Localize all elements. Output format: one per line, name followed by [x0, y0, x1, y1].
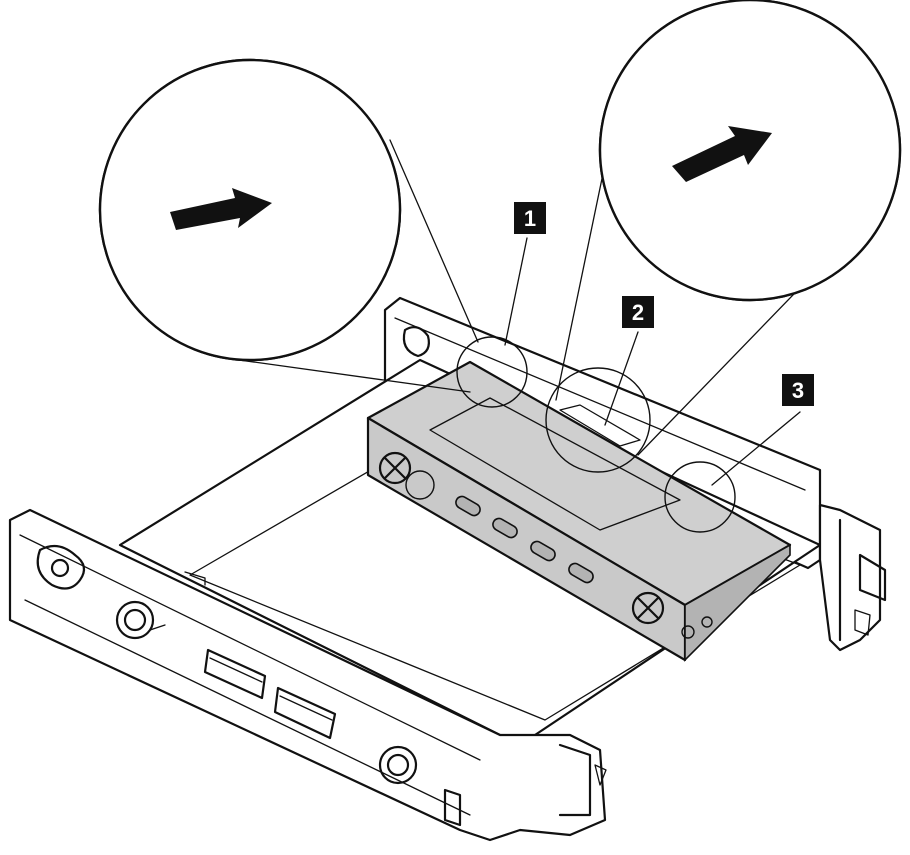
magnified-detail-1: [98, 58, 402, 362]
detail-circle-1: [456, 336, 528, 408]
mounting-screw-right: [631, 591, 713, 639]
front-slot-1: [203, 648, 267, 700]
callout-label-1: 1: [504, 202, 546, 346]
arrow-icon: [170, 188, 272, 230]
detail-circle-3: [664, 461, 736, 533]
front-slot-2: [273, 686, 337, 740]
drive-vents: [455, 495, 594, 584]
standoff-left: [115, 600, 166, 640]
mounting-screw-left: [378, 451, 435, 500]
arrow-icon: [672, 126, 772, 182]
keyhole-slot-rear: [402, 325, 430, 358]
standoff-right: [378, 745, 418, 785]
bracket-side-wall: [818, 503, 882, 652]
callout-label-3: 3: [711, 374, 814, 486]
callout-number-1: 1: [524, 206, 536, 231]
storage-drive: [366, 360, 792, 662]
keyhole-slot-front: [36, 544, 86, 590]
magnified-detail-2: [598, 0, 902, 302]
callout-label-2: 2: [604, 296, 654, 426]
callout-number-2: 2: [632, 300, 644, 325]
drive-end-face: [684, 543, 791, 662]
detail-circle-2: [545, 367, 651, 473]
callout-number-3: 3: [792, 378, 804, 403]
